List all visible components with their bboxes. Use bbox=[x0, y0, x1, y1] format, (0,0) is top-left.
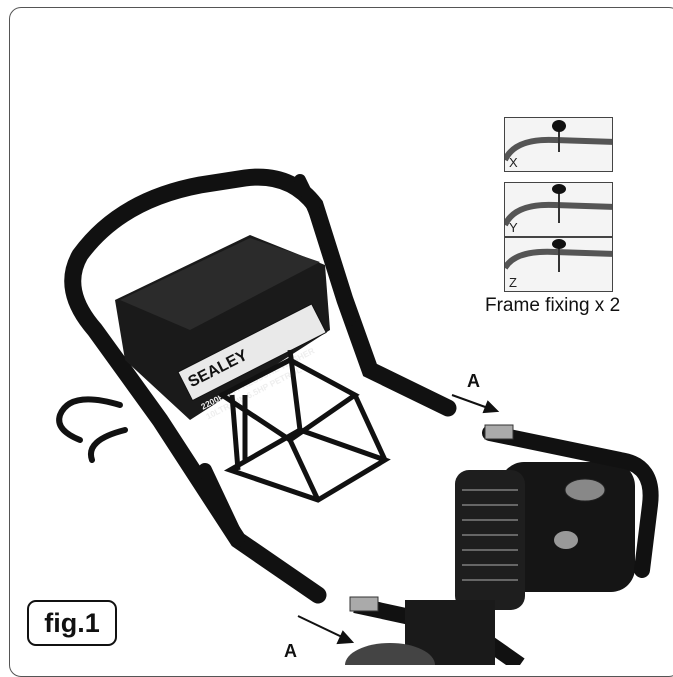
frame-fixing-caption: Frame fixing x 2 bbox=[485, 295, 621, 316]
inset-z-label: Z bbox=[509, 275, 517, 290]
inset-y-label: Y bbox=[509, 220, 518, 235]
handle-frame bbox=[64, 168, 457, 604]
fixing-bolt-icon bbox=[505, 184, 612, 227]
hose-hooks bbox=[56, 396, 128, 463]
arrow-lower-label: A bbox=[284, 641, 297, 661]
figure-label: fig.1 bbox=[44, 607, 100, 638]
basket-rack bbox=[217, 349, 391, 503]
arrow-upper bbox=[451, 394, 500, 414]
inset-x-label: X bbox=[509, 155, 518, 170]
arrow-upper-label: A bbox=[467, 371, 480, 391]
figure-label-box: fig.1 bbox=[27, 600, 117, 646]
arrow-lower bbox=[297, 615, 355, 645]
inset-y: Y bbox=[504, 182, 613, 237]
fixing-bolt-icon bbox=[505, 120, 612, 162]
mounting-plate bbox=[115, 235, 330, 420]
engine-unit bbox=[345, 424, 659, 665]
inset-x: X bbox=[504, 117, 613, 172]
fixing-bolt-icon bbox=[505, 239, 612, 272]
inset-z: Z bbox=[504, 237, 613, 292]
